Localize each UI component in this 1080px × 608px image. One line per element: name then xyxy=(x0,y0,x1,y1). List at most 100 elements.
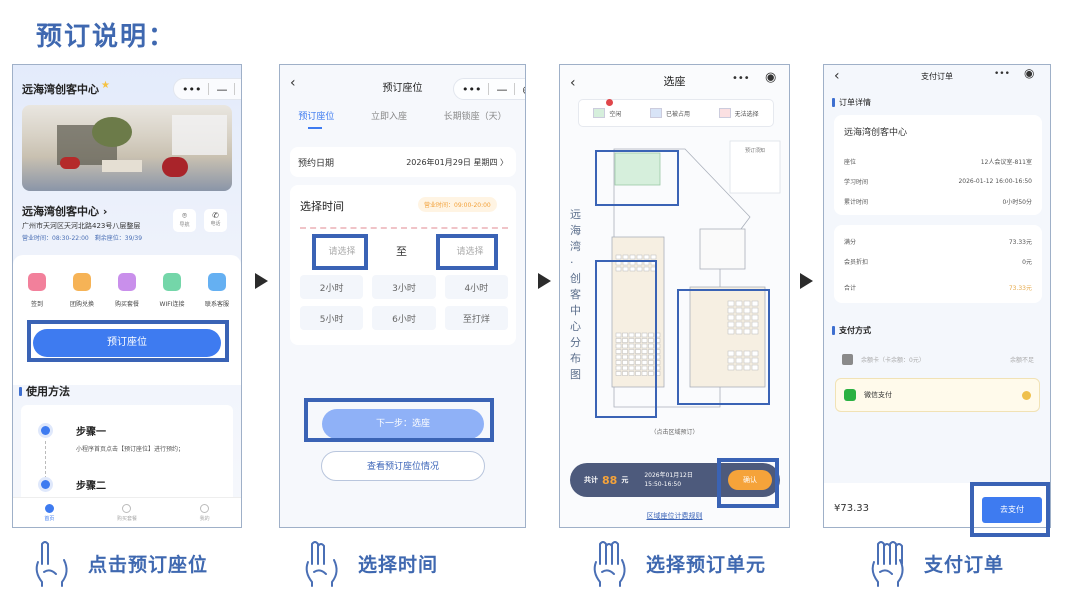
seat[interactable] xyxy=(648,332,654,338)
seat[interactable] xyxy=(654,338,661,343)
seat[interactable] xyxy=(622,349,628,354)
call-button[interactable]: ✆ 电话 xyxy=(204,209,227,232)
seat[interactable] xyxy=(622,332,628,338)
seat[interactable] xyxy=(635,354,641,360)
seat[interactable] xyxy=(743,307,751,314)
seat[interactable] xyxy=(735,300,743,307)
duration-option[interactable]: 5小时 xyxy=(300,306,364,330)
end-time-select[interactable]: 请选择 xyxy=(442,239,498,265)
capsule-menu[interactable]: ••• — ◉ xyxy=(173,78,241,100)
seat[interactable] xyxy=(615,365,622,371)
seat[interactable] xyxy=(641,360,648,365)
tab-card[interactable]: 购买套餐 xyxy=(117,503,137,522)
start-time-select[interactable]: 请选择 xyxy=(318,239,366,265)
seat[interactable] xyxy=(615,343,622,349)
duration-option[interactable]: 至打烊 xyxy=(444,306,508,330)
seat[interactable] xyxy=(643,254,650,260)
seat[interactable] xyxy=(635,349,641,354)
seat[interactable] xyxy=(628,354,635,360)
seat[interactable] xyxy=(654,371,661,376)
seat[interactable] xyxy=(648,349,654,354)
confirm-button[interactable]: 确认 xyxy=(728,470,772,490)
capsule-menu[interactable]: ••• — ◉ xyxy=(453,78,525,100)
seat[interactable] xyxy=(615,349,622,354)
seat[interactable] xyxy=(727,300,735,307)
more-icon[interactable]: ••• xyxy=(182,82,202,96)
seat[interactable] xyxy=(751,328,759,335)
seat[interactable] xyxy=(641,343,648,349)
seat[interactable] xyxy=(641,338,648,343)
seat[interactable] xyxy=(636,260,643,266)
seat[interactable] xyxy=(727,364,735,371)
quick-action[interactable]: 签到 xyxy=(17,273,57,308)
seat[interactable] xyxy=(628,338,635,343)
more-icon[interactable]: ••• xyxy=(462,82,482,96)
seat[interactable] xyxy=(628,365,635,371)
seat[interactable] xyxy=(735,364,743,371)
seat[interactable] xyxy=(654,365,661,371)
seat[interactable] xyxy=(735,350,743,357)
duration-option[interactable]: 3小时 xyxy=(372,275,436,299)
quick-action[interactable]: 购买套餐 xyxy=(107,273,147,308)
seat[interactable] xyxy=(751,364,759,371)
seat[interactable] xyxy=(636,266,643,272)
date-row[interactable]: 预约日期 2026年01月29日 星期四 〉 xyxy=(290,147,516,177)
seat[interactable] xyxy=(743,328,751,335)
seat[interactable] xyxy=(735,357,743,364)
seat[interactable] xyxy=(622,360,628,365)
seat[interactable] xyxy=(635,343,641,349)
seat[interactable] xyxy=(751,307,759,314)
seat[interactable] xyxy=(635,338,641,343)
seat[interactable] xyxy=(615,266,622,272)
duration-option[interactable]: 6小时 xyxy=(372,306,436,330)
seat[interactable] xyxy=(622,338,628,343)
duration-option[interactable]: 4小时 xyxy=(444,275,508,299)
more-icon[interactable]: ••• xyxy=(994,69,1010,79)
seat[interactable] xyxy=(727,350,735,357)
floor-plan[interactable]: 预订须知 xyxy=(560,137,790,437)
seat[interactable] xyxy=(622,260,629,266)
seat[interactable] xyxy=(622,343,628,349)
seat[interactable] xyxy=(751,357,759,364)
seat[interactable] xyxy=(650,266,657,272)
seat[interactable] xyxy=(635,332,641,338)
more-icon[interactable]: ••• xyxy=(732,73,750,84)
seat[interactable] xyxy=(628,343,635,349)
seat[interactable] xyxy=(615,360,622,365)
minimize-icon[interactable]: — xyxy=(216,82,228,96)
minimize-icon[interactable]: — xyxy=(496,82,508,96)
seat[interactable] xyxy=(615,260,622,266)
seat[interactable] xyxy=(648,343,654,349)
quick-action[interactable]: 联系客服 xyxy=(197,273,237,308)
next-select-seat-button[interactable]: 下一步：选座 xyxy=(322,409,484,439)
balance-option[interactable]: 余额卡（卡余额：0元） 余额不足 xyxy=(834,345,1042,373)
seat[interactable] xyxy=(629,266,636,272)
quick-action[interactable]: WIFI连接 xyxy=(152,273,192,308)
seat[interactable] xyxy=(635,360,641,365)
target-icon[interactable]: ◉ xyxy=(522,83,525,96)
seat[interactable] xyxy=(751,300,759,307)
tab-book[interactable]: 预订座位 xyxy=(298,109,334,129)
quick-action[interactable]: 团购兑换 xyxy=(62,273,102,308)
seat[interactable] xyxy=(615,254,622,260)
seat[interactable] xyxy=(622,371,628,376)
seat[interactable] xyxy=(727,357,735,364)
seat[interactable] xyxy=(743,300,751,307)
target-icon[interactable]: ◉ xyxy=(765,70,777,85)
seat[interactable] xyxy=(641,365,648,371)
pricing-rules-link[interactable]: 区域座位计费规则 xyxy=(646,512,703,520)
back-icon[interactable]: ‹ xyxy=(834,68,840,84)
seat[interactable] xyxy=(615,338,622,343)
seat[interactable] xyxy=(654,343,661,349)
seat[interactable] xyxy=(615,354,622,360)
seat[interactable] xyxy=(635,371,641,376)
seat[interactable] xyxy=(743,350,751,357)
seat[interactable] xyxy=(635,365,641,371)
seat[interactable] xyxy=(648,360,654,365)
target-icon[interactable]: ◉ xyxy=(1024,66,1035,80)
back-icon[interactable]: ‹ xyxy=(570,75,576,91)
tab-user[interactable]: 我的 xyxy=(200,503,210,522)
seat[interactable] xyxy=(751,314,759,321)
seat[interactable] xyxy=(727,314,735,321)
seat[interactable] xyxy=(622,254,629,260)
